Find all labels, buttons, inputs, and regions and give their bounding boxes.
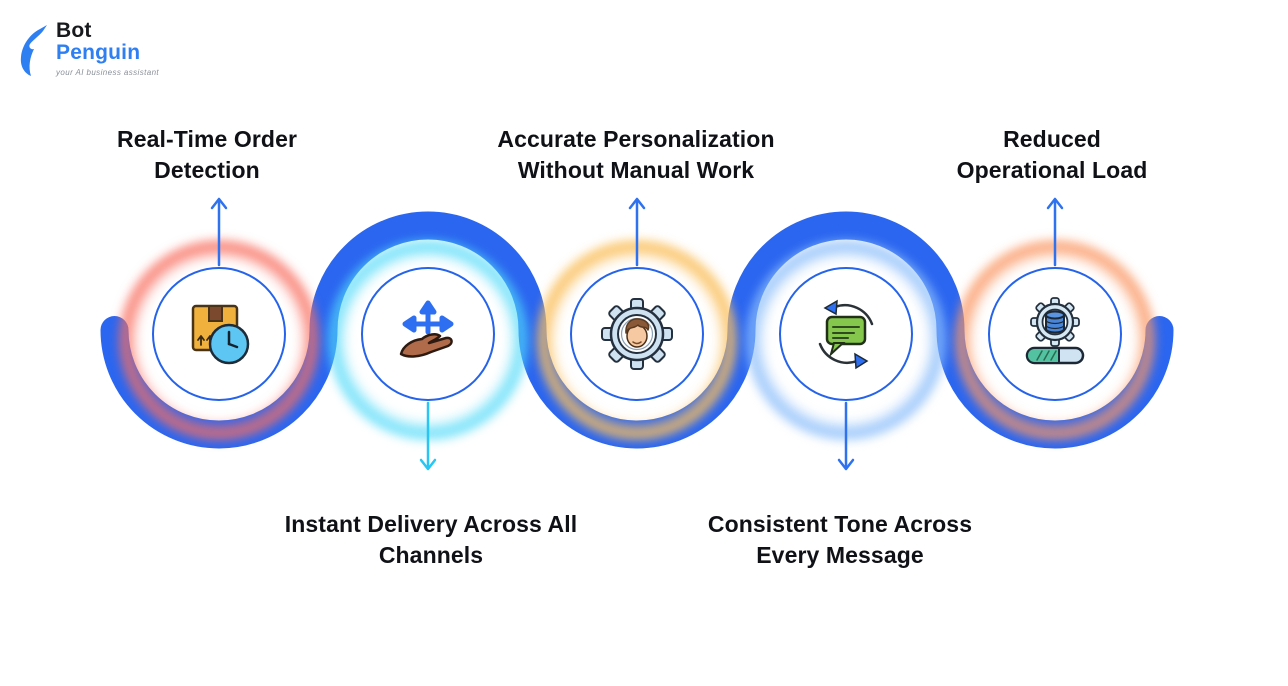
step-label-4-line1: Consistent Tone Across <box>707 511 973 537</box>
botpenguin-logo: Bot Penguin your AI business assistant <box>16 20 159 77</box>
logo-brand-top: Bot <box>56 19 92 42</box>
logo-tagline: your AI business assistant <box>56 68 160 77</box>
gear-person-icon <box>601 298 673 370</box>
step-label-3-line1: Accurate Personalization <box>497 126 775 152</box>
package-clock-icon <box>191 304 250 365</box>
arrow-up-step-5 <box>1046 197 1064 267</box>
step-label-1-line2: Detection <box>154 157 260 183</box>
arrow-up-step-3 <box>628 197 646 267</box>
arrow-down-step-4 <box>837 401 855 471</box>
step-label-4-line2: Every Message <box>756 542 924 568</box>
step-label-2-line2: Channels <box>378 542 484 568</box>
step-label-1: Real-Time Order Detection <box>37 124 377 186</box>
step-label-2-line1: Instant Delivery Across All <box>284 511 578 537</box>
hand-share-arrows-icon <box>399 300 454 358</box>
step-label-5: Reduced Operational Load <box>882 124 1222 186</box>
chat-sync-icon <box>818 299 874 370</box>
step-label-3-line2: Without Manual Work <box>517 157 755 183</box>
step-label-5-line1: Reduced <box>1003 126 1101 152</box>
penguin-icon <box>20 25 47 76</box>
logo-brand-bottom: Penguin <box>56 41 141 64</box>
step-label-3: Accurate Personalization Without Manual … <box>466 124 806 186</box>
arrow-up-step-1 <box>210 197 228 267</box>
gear-database-progress-icon <box>1025 297 1085 365</box>
step-label-2: Instant Delivery Across All Channels <box>261 509 601 571</box>
step-label-1-line1: Real-Time Order <box>116 126 298 152</box>
step-label-5-line2: Operational Load <box>956 157 1148 183</box>
arrow-down-step-2 <box>419 401 437 471</box>
step-label-4: Consistent Tone Across Every Message <box>670 509 1010 571</box>
